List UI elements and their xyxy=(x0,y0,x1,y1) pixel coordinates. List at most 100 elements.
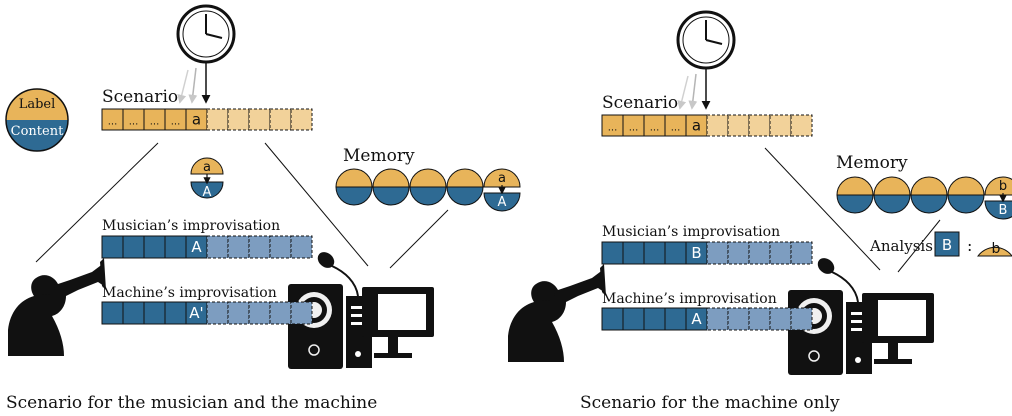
strip-cell xyxy=(664,307,687,331)
memory-circle-half xyxy=(483,192,521,212)
memory-circle-half xyxy=(836,194,874,214)
strip-cell xyxy=(206,301,229,325)
strip-cell xyxy=(248,108,271,131)
clock-icon xyxy=(176,4,236,64)
memory-circle-half xyxy=(873,194,911,214)
strip-cell-text: a xyxy=(692,117,701,135)
analysis-result-half-circle xyxy=(977,246,1012,257)
left-scenario-strip: ............ a xyxy=(101,108,313,131)
strip-cell xyxy=(664,241,687,265)
right-memory-label: Memory xyxy=(836,153,908,173)
left-machine-label: Machine’s improvisation xyxy=(102,285,277,301)
memory-circle-half xyxy=(836,176,874,196)
strip-cell xyxy=(601,307,624,331)
right-musician-label: Musician’s improvisation xyxy=(602,224,780,240)
connector-line xyxy=(35,142,159,263)
strip-cell-text: ... xyxy=(150,117,160,128)
right-caption: Scenario for the machine only xyxy=(580,393,840,413)
memory-circle-half xyxy=(372,168,410,188)
memory-circle-half xyxy=(947,176,985,196)
strip-cell-text: a xyxy=(192,111,201,129)
strip-cell xyxy=(164,301,187,325)
memory-circle-half xyxy=(984,200,1012,220)
strip-cell-text: A' xyxy=(189,304,203,322)
memory-content-text: B xyxy=(999,203,1008,218)
trumpet-player-icon xyxy=(508,264,606,362)
connector-line xyxy=(764,147,881,271)
connector-line xyxy=(897,219,941,273)
strip-cell-text: ... xyxy=(129,117,139,128)
time-arrow-faded xyxy=(677,75,689,110)
left-caption: Scenario for the musician and the machin… xyxy=(6,393,377,413)
strip-cell-text: B xyxy=(691,244,701,262)
strip-cell xyxy=(727,241,750,265)
strip-cell xyxy=(748,307,771,331)
time-arrow-faded xyxy=(177,69,189,104)
memory-label-text: a xyxy=(498,171,506,186)
analysis-label: Analysis xyxy=(869,237,933,255)
memory-circle-half xyxy=(335,186,373,206)
label-to-content-mapping: aA xyxy=(190,157,224,200)
strip-cell-text: ... xyxy=(171,117,181,128)
strip-cell xyxy=(727,114,750,137)
strip-cell xyxy=(727,307,750,331)
microphone-icon xyxy=(317,252,359,297)
computer-icon xyxy=(288,284,434,369)
strip-cell xyxy=(769,114,792,137)
strip-cell-text: ... xyxy=(108,117,118,128)
strip-cell xyxy=(248,235,271,259)
memory-circle-half xyxy=(409,168,447,188)
strip-cell xyxy=(206,235,229,259)
clock-icon xyxy=(676,10,736,70)
legend-circle: Label Content xyxy=(5,88,69,152)
left-machine-strip: A' xyxy=(101,301,313,325)
strip-cell xyxy=(769,241,792,265)
memory-circle-half xyxy=(910,194,948,214)
time-arrow-faded xyxy=(688,73,698,110)
memory-circle-half xyxy=(372,186,410,206)
memory-label-text: b xyxy=(999,179,1007,194)
strip-cell xyxy=(248,301,271,325)
strip-cell xyxy=(706,307,729,331)
memory-circle-half xyxy=(335,168,373,188)
memory-circle-half xyxy=(947,194,985,214)
microphone-icon xyxy=(817,258,859,303)
strip-cell xyxy=(227,108,250,131)
analysis-group: Analysis B : b xyxy=(869,231,1012,257)
strip-cell xyxy=(227,235,250,259)
strip-cell xyxy=(622,307,645,331)
strip-cell xyxy=(706,241,729,265)
memory-circle-half xyxy=(483,168,521,188)
strip-cell xyxy=(790,241,813,265)
strip-cell xyxy=(601,241,624,265)
strip-cell xyxy=(290,235,313,259)
memory-content-text: A xyxy=(498,195,507,210)
analysis-separator: : xyxy=(967,236,972,255)
analysis-result-text: b xyxy=(992,241,1001,257)
strip-cell xyxy=(227,301,250,325)
strip-cell xyxy=(101,235,124,259)
left-memory-row: aA xyxy=(335,168,521,212)
strip-cell xyxy=(290,108,313,131)
strip-cell xyxy=(769,307,792,331)
right-musician-strip: B xyxy=(601,241,813,265)
strip-cell-text: A xyxy=(691,310,702,328)
strip-cell xyxy=(643,307,666,331)
strip-cell-text: ... xyxy=(650,123,660,134)
legend-content-text: Content xyxy=(11,124,64,139)
right-scenario-label: Scenario xyxy=(602,93,678,113)
analysis-content-box xyxy=(934,231,960,257)
strip-cell xyxy=(790,307,813,331)
mapping-content-text: A xyxy=(203,185,212,200)
trumpet-player-icon xyxy=(8,258,106,356)
right-scenario-strip: ............a xyxy=(601,114,813,137)
strip-cell xyxy=(143,235,166,259)
strip-cell-text: ... xyxy=(671,123,681,134)
memory-circle-half xyxy=(446,186,484,206)
right-panel: Scenario ............a Memory bB Musicia… xyxy=(508,10,1012,413)
strip-cell xyxy=(748,114,771,137)
left-scenario-label: Scenario xyxy=(102,87,178,107)
connector-line xyxy=(389,209,449,269)
strip-cell xyxy=(622,241,645,265)
strip-cell xyxy=(269,108,292,131)
